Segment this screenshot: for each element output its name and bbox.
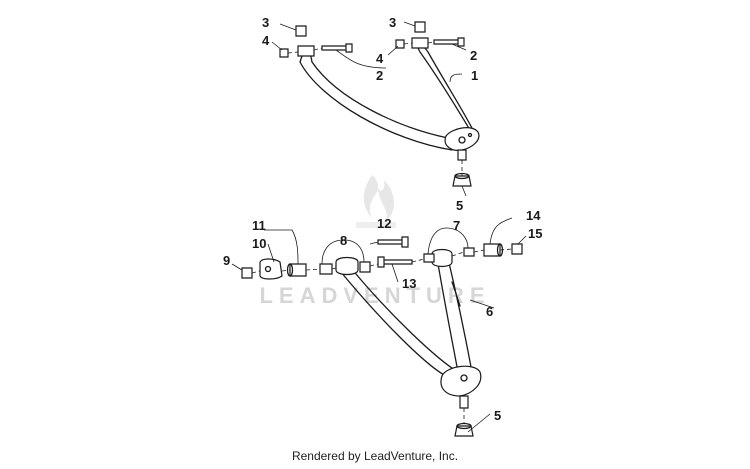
spacer-8-right — [359, 261, 371, 273]
callout-1: 1 — [471, 68, 478, 83]
callout-11: 11 — [252, 218, 266, 233]
callouts: 1 2 2 3 3 4 4 5 5 6 7 8 9 10 11 12 13 14… — [223, 15, 542, 423]
cap-right — [414, 21, 426, 33]
callout-4-left: 4 — [262, 33, 270, 48]
footer-credit: Rendered by LeadVenture, Inc. — [291, 449, 459, 463]
cap-left — [295, 25, 307, 37]
callout-14: 14 — [526, 208, 541, 223]
lower-a-arm — [335, 248, 482, 409]
callout-9: 9 — [223, 253, 230, 268]
callout-12: 12 — [377, 216, 391, 231]
spacer-8-left — [319, 263, 333, 275]
flame-logo-icon — [356, 175, 396, 228]
callout-3-right: 3 — [389, 15, 396, 30]
lower-hardware — [241, 236, 523, 424]
callout-3-left: 3 — [262, 15, 269, 30]
callout-8: 8 — [340, 233, 347, 248]
callout-5-upper: 5 — [456, 198, 463, 213]
bolt-13 — [381, 259, 413, 265]
callout-6: 6 — [486, 304, 493, 319]
nut-15 — [511, 243, 523, 255]
bolt-right — [433, 39, 461, 45]
spacer-7-right — [463, 247, 475, 257]
callout-10: 10 — [252, 236, 266, 251]
bolt-left — [321, 45, 349, 51]
bolt-12 — [377, 239, 405, 245]
callout-7: 7 — [453, 218, 460, 233]
nut-left — [279, 48, 289, 58]
callout-5-lower: 5 — [494, 408, 501, 423]
callout-2-right: 2 — [470, 48, 477, 63]
watermark-text: LEADVENTURE — [259, 283, 490, 308]
upper-boot — [452, 172, 472, 187]
callout-15: 15 — [528, 226, 542, 241]
callout-2-left: 2 — [376, 68, 383, 83]
nut-9 — [241, 267, 253, 279]
watermark: LEADVENTURE — [259, 175, 490, 308]
leader-lines — [231, 21, 527, 433]
upper-a-arm — [297, 37, 480, 161]
lower-boot — [454, 422, 474, 437]
callout-13: 13 — [402, 276, 416, 291]
bushing-11 — [289, 263, 307, 277]
spacer-7-left — [423, 253, 435, 263]
upper-hardware — [279, 21, 465, 176]
callout-4-right: 4 — [376, 51, 384, 66]
